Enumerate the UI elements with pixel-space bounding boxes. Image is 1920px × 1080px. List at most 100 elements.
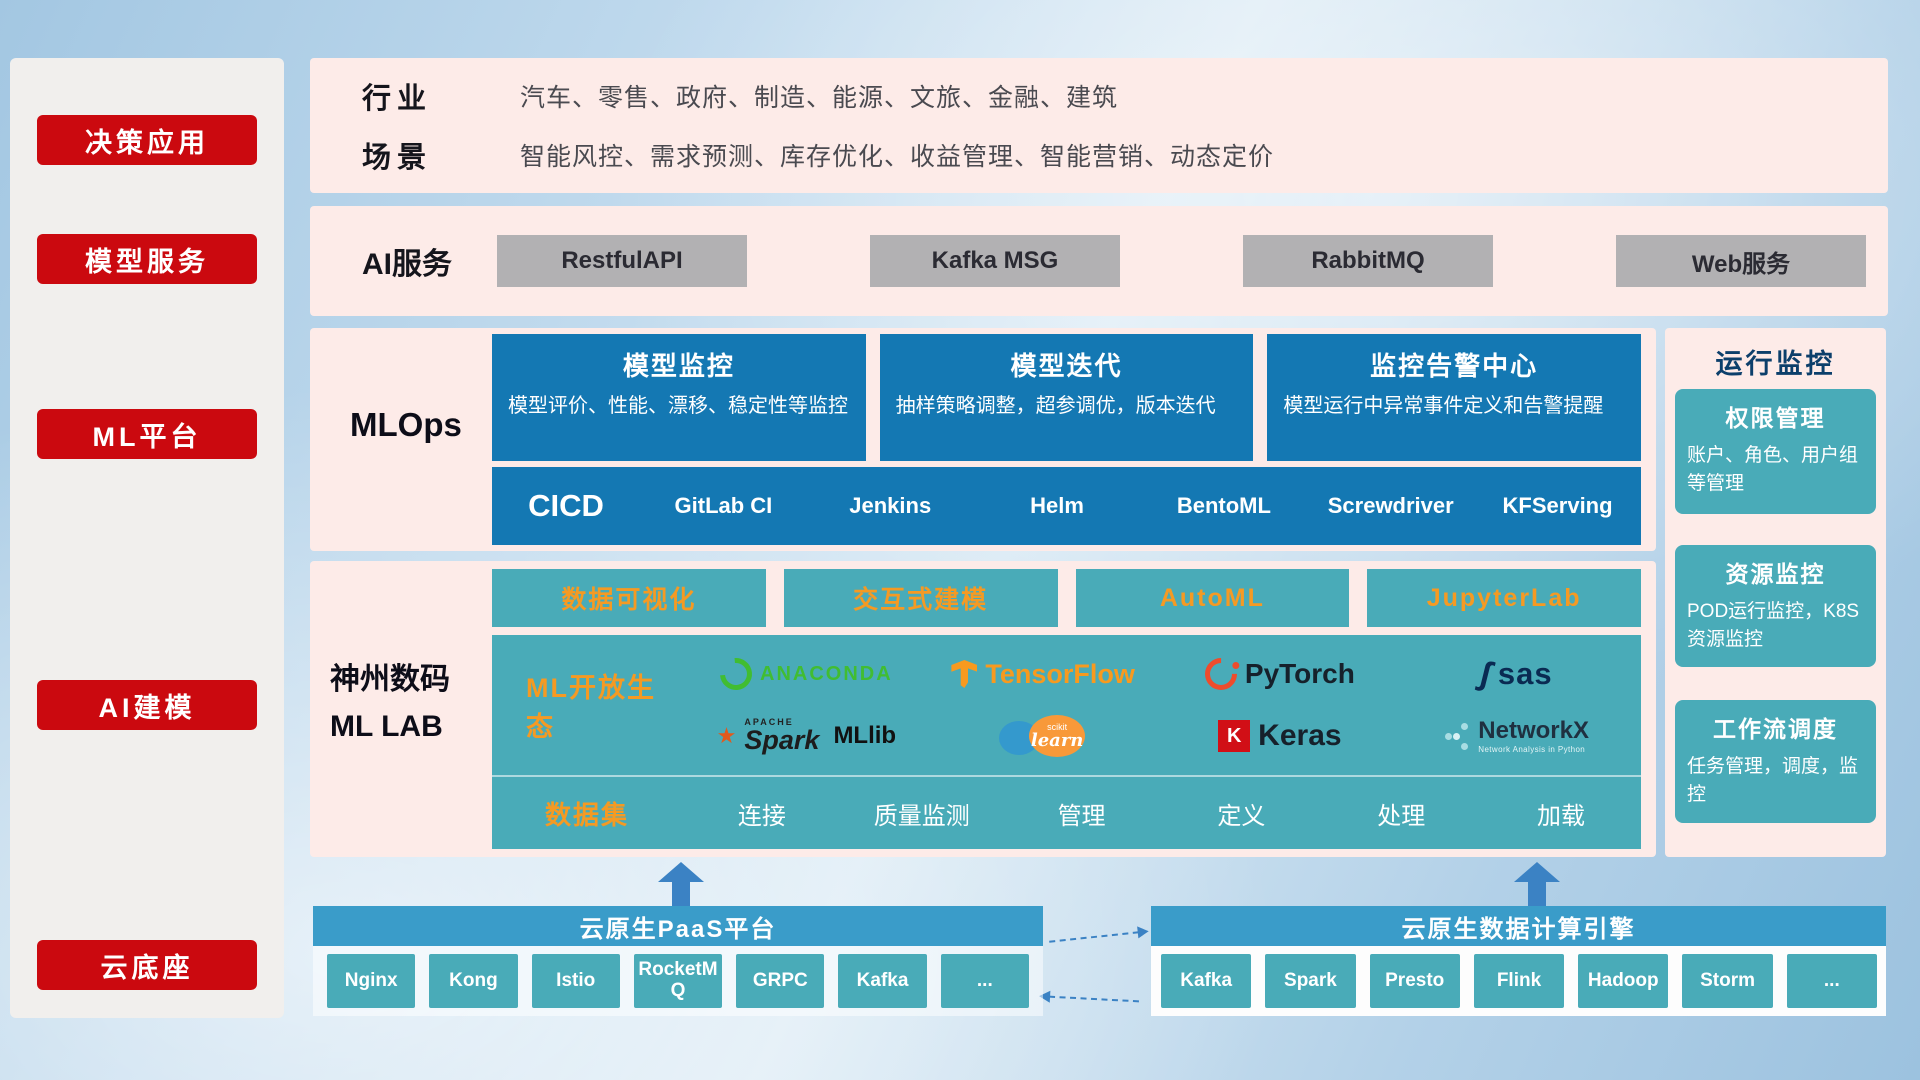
engine-hadoop: Hadoop — [1578, 954, 1669, 1008]
industry-panel: 行业 汽车、零售、政府、制造、能源、文旅、金融、建筑 场景 智能风控、需求预测、… — [310, 58, 1888, 193]
card-desc: 抽样策略调整，超参调优，版本迭代 — [895, 395, 1216, 417]
left-rail: 决策应用 模型服务 ML平台 AI建模 云底座 — [10, 58, 284, 1018]
paas-istio: Istio — [531, 954, 620, 1008]
card-alert-center: 监控告警中心 模型运行中异常事件定义和告警提醒 — [1267, 334, 1642, 461]
scikit-text: scikit — [1047, 721, 1068, 732]
dataset-connect: 连接 — [737, 802, 786, 830]
card-permission-mgmt: 权限管理 账户、角色、用户组等管理 — [1675, 389, 1876, 514]
scikit-learn-icon: scikit learn — [999, 713, 1087, 759]
scene-values: 智能风控、需求预测、库存优化、收益管理、智能营销、动态定价 — [520, 143, 1275, 171]
cicd-label: CICD — [528, 488, 604, 523]
card-model-iteration: 模型迭代 抽样策略调整，超参调优，版本迭代 — [879, 334, 1254, 461]
engine-components: Kafka Spark Presto Flink Hadoop Storm ..… — [1161, 954, 1877, 1008]
service-web: Web服务 — [1616, 235, 1866, 287]
dataset-load: 加载 — [1537, 802, 1586, 830]
anaconda-logo: ANACONDA — [688, 651, 925, 697]
ml-ecosystem-label: ML开放生态 — [526, 673, 656, 742]
industry-values: 汽车、零售、政府、制造、能源、文旅、金融、建筑 — [520, 84, 1119, 112]
learn-text: learn — [1030, 729, 1084, 751]
run-monitor-panel: 运行监控 权限管理 账户、角色、用户组等管理 资源监控 POD运行监控，K8S资… — [1665, 328, 1886, 857]
service-restfulapi: RestfulAPI — [497, 235, 747, 287]
data-engine-bar: 云原生数据计算引擎 — [1151, 906, 1886, 946]
ecosystem-logos: ANACONDA TensorFlow PyTorch ∫ sas — [682, 635, 1641, 775]
card-title: 资源监控 — [1725, 561, 1826, 587]
paas-platform-bar: 云原生PaaS平台 — [313, 906, 1043, 946]
sas-logo: ∫ sas — [1398, 654, 1635, 694]
up-arrow-right — [1514, 862, 1560, 906]
card-desc: POD运行监控，K8S资源监控 — [1687, 601, 1860, 650]
keras-logo: K Keras — [1162, 719, 1399, 753]
paas-more: ... — [940, 954, 1029, 1008]
mlops-panel: MLOps 模型监控 模型评价、性能、漂移、稳定性等监控 模型迭代 抽样策略调整… — [310, 328, 1656, 551]
dataset-process: 处理 — [1377, 802, 1426, 830]
card-desc: 模型评价、性能、漂移、稳定性等监控 — [508, 395, 848, 417]
card-title: 模型监控 — [622, 351, 735, 381]
mllab-content: 数据可视化 交互式建模 AutoML JupyterLab ML开放生态 ANA… — [492, 569, 1641, 849]
paas-components: Nginx Kong Istio RocketMQ GRPC Kafka ... — [327, 954, 1029, 1008]
tensorflow-logo: TensorFlow — [925, 659, 1162, 690]
card-resource-monitor: 资源监控 POD运行监控，K8S资源监控 — [1675, 545, 1876, 667]
flow-arrow-right — [1049, 931, 1139, 943]
cicd-kfserving: KFServing — [1502, 493, 1613, 519]
engine-spark: Spark — [1265, 954, 1356, 1008]
service-kafka-msg: Kafka MSG — [870, 235, 1120, 287]
card-title: 模型迭代 — [1010, 351, 1123, 381]
tool-data-visualization: 数据可视化 — [492, 569, 766, 627]
card-title: 工作流调度 — [1713, 716, 1838, 742]
sas-wordmark: sas — [1497, 656, 1553, 691]
cicd-bentoml: BentoML — [1176, 493, 1271, 519]
layer-ai-modeling: AI建模 — [37, 680, 257, 730]
dataset-manage: 管理 — [1057, 802, 1106, 830]
mlops-cards: 模型监控 模型评价、性能、漂移、稳定性等监控 模型迭代 抽样策略调整，超参调优，… — [492, 334, 1642, 461]
networkx-logo: NetworkX Network Analysis in Python — [1398, 716, 1635, 754]
paas-grpc: GRPC — [736, 954, 825, 1008]
dataset-quality: 质量监测 — [873, 802, 970, 830]
mllib-wordmark: MLlib — [833, 722, 897, 749]
ml-ecosystem: ML开放生态 ANACONDA TensorFlow PyTorch — [492, 635, 1641, 777]
paas-title: 云原生PaaS平台 — [579, 915, 777, 943]
pytorch-logo: PyTorch — [1162, 651, 1399, 697]
tool-automl: AutoML — [1075, 569, 1350, 627]
cicd-screwdriver: Screwdriver — [1327, 493, 1454, 519]
scikit-learn-logo: scikit learn — [925, 713, 1162, 759]
paas-kafka: Kafka — [838, 954, 927, 1008]
ai-service-label: AI服务 — [362, 248, 452, 281]
paas-kong: Kong — [429, 954, 518, 1008]
tool-interactive-modeling: 交互式建模 — [783, 569, 1058, 627]
anaconda-icon — [713, 651, 759, 697]
networkx-wordmark: NetworkX — [1478, 716, 1589, 744]
tensorflow-wordmark: TensorFlow — [985, 658, 1135, 689]
card-title: 监控告警中心 — [1370, 351, 1539, 381]
layer-decision-apps: 决策应用 — [37, 115, 257, 165]
sas-icon: ∫ — [1476, 654, 1495, 694]
scene-label: 场景 — [362, 142, 433, 174]
engine-kafka: Kafka — [1161, 954, 1252, 1008]
cicd-gitlab-ci: GitLab CI — [674, 493, 773, 519]
pytorch-icon — [1198, 651, 1244, 697]
up-arrow-left — [658, 862, 704, 906]
engine-storm: Storm — [1682, 954, 1773, 1008]
mlops-label: MLOps — [350, 406, 462, 443]
card-desc: 账户、角色、用户组等管理 — [1687, 445, 1859, 494]
spark-mllib-logo: ★ APACHE Spark MLlib — [688, 718, 925, 754]
industry-row: 行业 汽车、零售、政府、制造、能源、文旅、金融、建筑 — [362, 75, 1888, 117]
dataset-row: 数据集 连接 质量监测 管理 定义 处理 加载 — [492, 777, 1641, 849]
networkx-tagline: Network Analysis in Python — [1478, 744, 1586, 754]
layer-cloud-base: 云底座 — [37, 940, 257, 990]
mllab-label-line1: 神州数码 — [330, 663, 450, 696]
industry-label: 行业 — [362, 83, 433, 115]
paas-rocketmq: RocketMQ — [633, 954, 723, 1008]
card-desc: 任务管理，调度，监控 — [1687, 756, 1859, 805]
cicd-bar: CICD GitLab CI Jenkins Helm BentoML Scre… — [492, 467, 1641, 545]
flow-arrow-left — [1049, 995, 1139, 1003]
dataset-label: 数据集 — [544, 799, 629, 830]
anaconda-wordmark: ANACONDA — [760, 662, 893, 685]
card-workflow-scheduler: 工作流调度 任务管理，调度，监控 — [1675, 700, 1876, 823]
cicd-jenkins: Jenkins — [849, 493, 932, 519]
pytorch-wordmark: PyTorch — [1244, 658, 1355, 689]
engine-flink: Flink — [1473, 954, 1565, 1008]
run-monitor-title: 运行监控 — [1715, 349, 1836, 379]
spark-apache-text: APACHE — [744, 717, 794, 727]
ai-service-buttons: RestfulAPI Kafka MSG RabbitMQ Web服务 — [497, 235, 1888, 287]
